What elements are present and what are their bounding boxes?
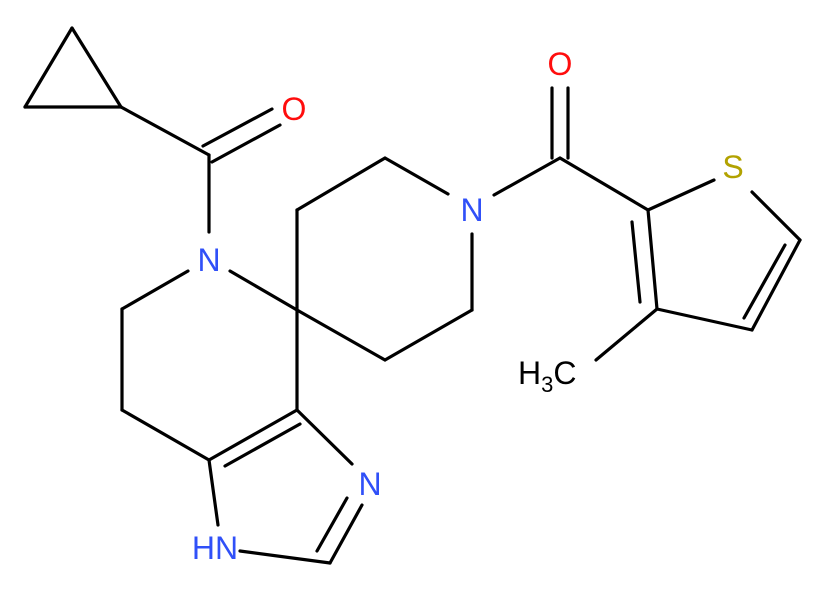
nh-label-imidazole: HN [192, 530, 238, 566]
bond [655, 307, 754, 332]
bond [630, 220, 642, 304]
bond [383, 156, 450, 196]
nitrogen-label-amide: N [197, 242, 220, 278]
bond [383, 308, 474, 362]
bond [742, 243, 787, 320]
bond [328, 503, 364, 565]
bond [295, 308, 387, 362]
bond [315, 496, 349, 553]
bond [201, 107, 274, 148]
bond [119, 105, 211, 157]
bond [120, 269, 190, 311]
methyl-h: H [518, 355, 541, 391]
bond [23, 26, 74, 109]
sulfur-label: S [722, 149, 743, 185]
bond [750, 238, 802, 332]
methyl-subscript: 3 [541, 372, 553, 397]
bond-lines [23, 26, 802, 565]
bond [594, 307, 659, 362]
bond [120, 408, 211, 462]
oxygen-label-left: O [282, 91, 307, 127]
bond [238, 549, 332, 565]
bond [207, 458, 220, 527]
bond [207, 408, 299, 462]
methyl-c: C [553, 355, 576, 391]
atom-labels: O O N N N HN S H3C [192, 46, 744, 566]
bond [228, 269, 299, 312]
methyl-label: H3C [518, 355, 576, 397]
nitrogen-label-imidazole: N [358, 466, 381, 502]
nitrogen-label-piperidine: N [460, 192, 483, 228]
bond [558, 156, 650, 212]
bond [70, 26, 123, 109]
bond [492, 156, 562, 197]
bond [295, 408, 354, 466]
bond [223, 422, 302, 468]
bond [295, 156, 387, 212]
bond [646, 208, 659, 311]
bond [210, 123, 282, 164]
bond [750, 190, 802, 242]
oxygen-label-right: O [548, 46, 573, 82]
bond [646, 178, 716, 212]
